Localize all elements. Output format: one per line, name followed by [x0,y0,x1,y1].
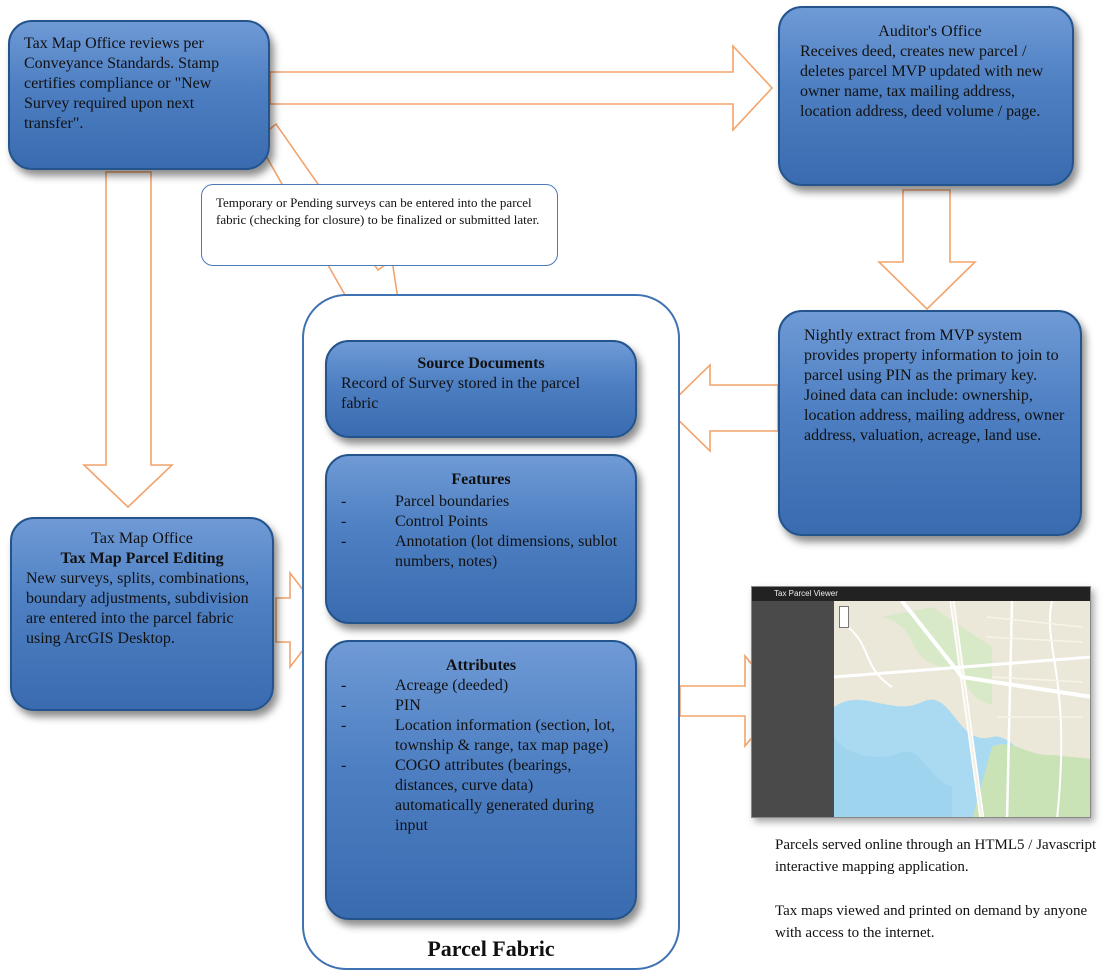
pending-surveys-note: Temporary or Pending surveys can be ente… [201,184,558,266]
source-documents-box: Source Documents Record of Survey stored… [325,340,637,438]
tax-parcel-viewer-screenshot: Tax Parcel Viewer [751,586,1091,818]
map-zoom-control [839,606,849,628]
arrow-review-to-editing [82,171,174,509]
arrow-extract-to-source [664,363,779,453]
nightly-extract-text: Nightly extract from MVP system provides… [804,327,1065,444]
arrow-review-to-auditor [269,43,774,133]
tax-map-editing-title: Tax Map Parcel Editing [60,550,224,567]
map-image [752,587,1090,817]
tax-map-review-box: Tax Map Office reviews per Conveyance St… [8,20,270,170]
caption-online: Parcels served online through an HTML5 /… [775,837,1097,875]
auditor-title: Auditor's Office [878,23,982,40]
tax-map-editing-text: New surveys, splits, combinations, bound… [26,570,250,647]
tax-map-editing-office: Tax Map Office [91,530,193,547]
nightly-extract-box: Nightly extract from MVP system provides… [778,310,1082,536]
attributes-item: -Location information (section, lot, tow… [341,717,615,754]
map-title: Tax Parcel Viewer [774,589,838,598]
auditor-text: Receives deed, creates new parcel / dele… [800,43,1044,120]
attributes-item: -Acreage (deeded) [341,677,509,694]
caption-printed: Tax maps viewed and printed on demand by… [775,903,1088,941]
features-list: -Parcel boundaries -Control Points -Anno… [341,492,621,572]
source-documents-title: Source Documents [417,355,545,372]
pending-surveys-text: Temporary or Pending surveys can be ente… [216,195,540,227]
tax-map-editing-box: Tax Map Office Tax Map Parcel Editing Ne… [10,517,274,711]
map-sidebar [752,601,834,817]
map-titlebar: Tax Parcel Viewer [752,587,1090,601]
features-title: Features [451,471,511,488]
attributes-title: Attributes [445,657,517,674]
source-documents-text: Record of Survey stored in the parcel fa… [341,375,581,412]
attributes-list: -Acreage (deeded) -PIN -Location informa… [341,676,621,836]
attributes-item: -COGO attributes (bearings, distances, c… [341,757,595,834]
attributes-box: Attributes -Acreage (deeded) -PIN -Locat… [325,640,637,920]
parcel-fabric-label: Parcel Fabric [427,936,555,961]
features-item: -Parcel boundaries [341,493,510,510]
features-box: Features -Parcel boundaries -Control Poi… [325,454,637,624]
auditor-box: Auditor's Office Receives deed, creates … [778,6,1074,186]
features-item: -Annotation (lot dimensions, sublot numb… [341,533,618,570]
arrow-auditor-to-extract [877,189,977,311]
attributes-item: -PIN [341,697,421,714]
tax-map-review-text: Tax Map Office reviews per Conveyance St… [24,35,220,132]
features-item: -Control Points [341,513,488,530]
